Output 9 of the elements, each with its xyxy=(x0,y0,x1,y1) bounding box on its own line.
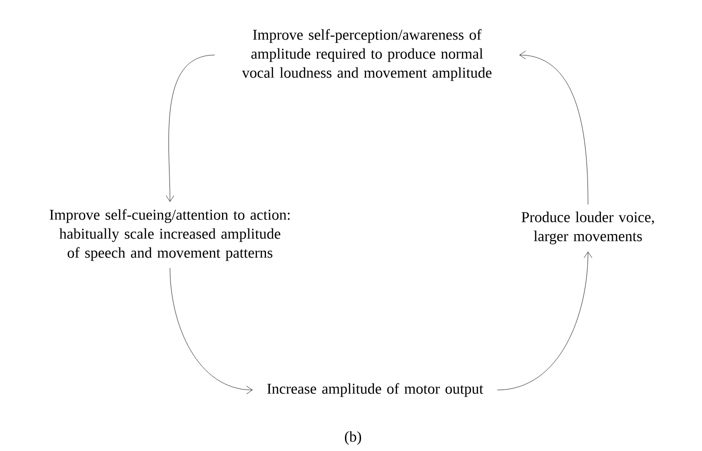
text-label: Improve self-cueing/attention to action: habitually scale increased amplitude of speech and movement patterns xyxy=(50,209,290,261)
curved-arrow xyxy=(519,50,588,205)
caption: (b) xyxy=(344,431,362,445)
curved-arrow xyxy=(497,252,592,390)
text-label: Produce louder voice, larger movements xyxy=(522,212,654,244)
text-label: Increase amplitude of motor output xyxy=(267,383,484,397)
text-label: Improve self-perception/awareness of amplitude required to produce normal vocal loudness and movement amplitude xyxy=(242,29,492,81)
curved-arrow xyxy=(170,268,253,394)
curved-arrow xyxy=(166,54,215,202)
